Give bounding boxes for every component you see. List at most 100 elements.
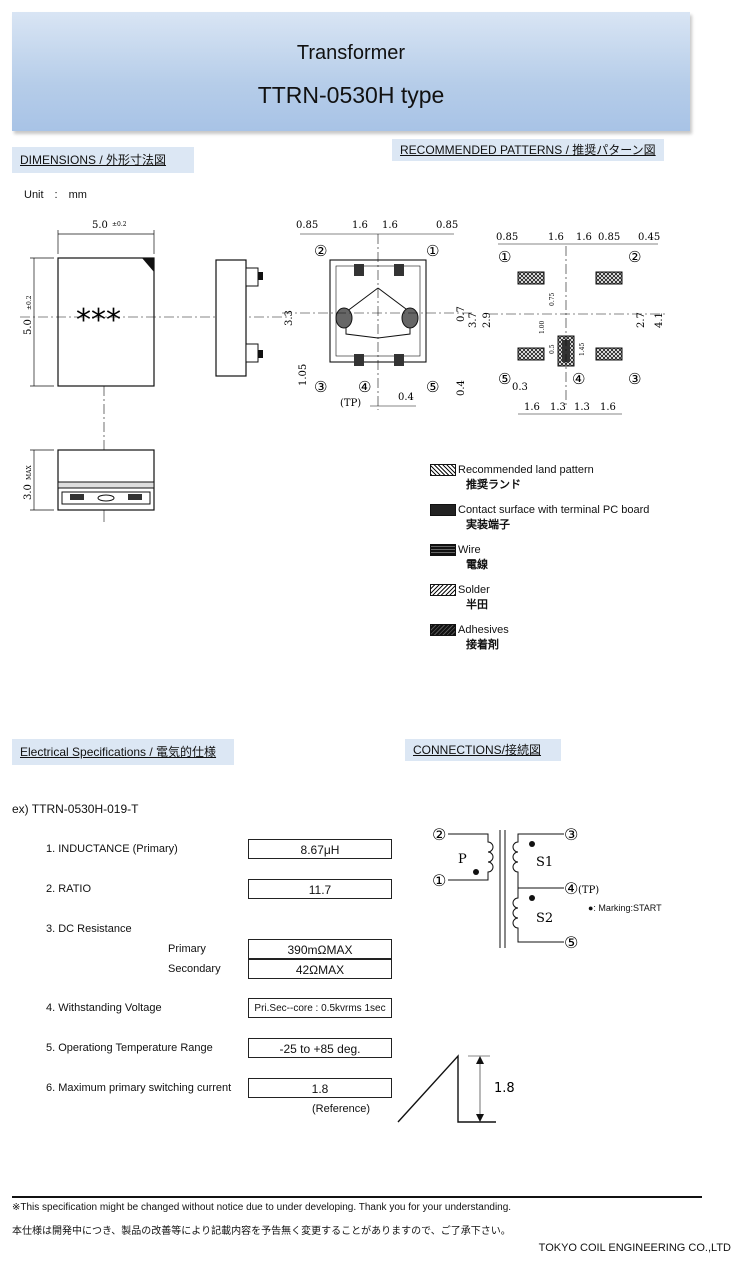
svg-text:3.7: 3.7 (468, 312, 479, 328)
svg-text:0.75: 0.75 (549, 292, 556, 306)
conn-pin-5: ⑤ (564, 933, 578, 952)
dim-width: 5.0 (92, 220, 108, 231)
reference-label: (Reference) (312, 1103, 371, 1115)
svg-text:0.85: 0.85 (598, 232, 620, 243)
land-swatch-icon (430, 464, 456, 477)
footer-divider (12, 1196, 702, 1198)
current-value: 1.8 (248, 1078, 392, 1098)
withstand-label: 4. Withstanding Voltage (46, 1002, 162, 1014)
solder-swatch-icon (430, 584, 456, 597)
svg-text:③: ③ (314, 378, 327, 396)
section-dimensions: DIMENSIONS / 外形寸法図 (12, 147, 194, 173)
svg-text:0.85: 0.85 (296, 220, 318, 231)
conn-p: P (458, 852, 467, 867)
section-connections-label: CONNECTIONS/接続図 (413, 743, 542, 757)
inductance-value: 8.67μH (248, 839, 392, 859)
legend-item-land: Recommended land pattern 推奨ランド (430, 464, 710, 504)
svg-text:1.05: 1.05 (298, 364, 309, 386)
conn-pin-3: ③ (564, 825, 578, 844)
ratio-value: 11.7 (248, 879, 392, 899)
contact-swatch-icon (430, 504, 456, 517)
svg-text:0.4: 0.4 (456, 380, 467, 396)
dim-side-height-tol: MAX (26, 465, 33, 480)
section-patterns: RECOMMENDED PATTERNS / 推奨パターン図 (392, 139, 664, 161)
conn-s1: S1 (536, 855, 553, 870)
temp-value: -25 to +85 deg. (248, 1038, 392, 1058)
svg-text:1.00: 1.00 (539, 320, 546, 334)
dim-height-tol: ±0.2 (26, 295, 33, 310)
dim-width-tol: ±0.2 (112, 221, 127, 228)
section-electrical: Electrical Specifications / 電気的仕様 (12, 739, 234, 765)
svg-text:1.6: 1.6 (524, 402, 540, 413)
footer-note-en: ※This specification might be changed wit… (12, 1202, 512, 1213)
connection-diagram: ② ① P S1 S2 ③ ④ (TP) ⑤ (432, 825, 599, 952)
svg-text:0.7: 0.7 (456, 306, 467, 322)
svg-text:0.5: 0.5 (549, 344, 556, 354)
polarity-corner (142, 258, 154, 272)
legend: Recommended land pattern 推奨ランド Contact s… (430, 464, 710, 664)
model-name: TTRN-0530H type (257, 82, 445, 108)
svg-text:①: ① (498, 248, 511, 266)
section-electrical-label: Electrical Specifications / 電気的仕様 (20, 745, 217, 759)
svg-text:②: ② (314, 242, 327, 260)
svg-text:⑤: ⑤ (426, 378, 439, 396)
svg-text:3.3: 3.3 (284, 310, 295, 326)
legend-item-wire: Wire 電線 (430, 544, 710, 584)
marking-note: ●: Marking:START (588, 903, 662, 913)
top-view-outline (57, 257, 155, 387)
svg-text:1.3: 1.3 (574, 402, 590, 413)
secondary-label: Secondary (168, 963, 221, 975)
wire-swatch-icon (430, 544, 456, 557)
legend-item-solder: Solder 半田 (430, 584, 710, 624)
footer-note-jp: 本仕様は開発中につき、製品の改善等により記載内容を予告無く変更することがあります… (12, 1226, 511, 1237)
inductance-label: 1. INDUCTANCE (Primary) (46, 843, 178, 855)
conn-s2: S2 (536, 911, 553, 926)
svg-text:1.6: 1.6 (382, 220, 398, 231)
svg-text:4.1: 4.1 (654, 312, 665, 328)
svg-text:⑤: ⑤ (498, 370, 511, 388)
legend-item-adhesives: Adhesives 接着剤 (430, 624, 710, 664)
primary-value: 390mΩMAX (248, 939, 392, 959)
adhesive-swatch-icon (430, 624, 456, 637)
svg-text:1.6: 1.6 (548, 232, 564, 243)
svg-text:1.45: 1.45 (579, 342, 586, 356)
svg-text:④: ④ (572, 370, 585, 388)
company-name: TOKYO COIL ENGINEERING CO.,LTD (538, 1242, 731, 1254)
ratio-label: 2. RATIO (46, 883, 92, 895)
dcr-label: 3. DC Resistance (46, 923, 132, 935)
pattern-drawing: 0.85 1.6 1.6 0.85 0.45 ① ② 3.7 2.9 2.7 4… (468, 232, 668, 415)
current-waveform: 1.8 (397, 1054, 515, 1123)
svg-text:2.7: 2.7 (636, 312, 647, 328)
withstand-value: Pri.Sec--core : 0.5kvrms 1sec (248, 998, 392, 1018)
marking-text: *** (76, 303, 121, 338)
svg-text:1.3: 1.3 (550, 402, 566, 413)
side-view-outline (215, 259, 247, 377)
svg-text:③: ③ (628, 370, 641, 388)
dimensions-drawing: 5.0 ±0.2 5.0 ±0.2 *** 3.0 MAX (20, 220, 290, 522)
svg-text:(TP): (TP) (340, 398, 361, 409)
conn-tp: (TP) (578, 885, 599, 896)
page-title: Transformer (296, 42, 406, 64)
dim-side-height: 3.0 (23, 484, 34, 500)
svg-text:②: ② (628, 248, 641, 266)
example-part: ex) TTRN-0530H-019-T (12, 802, 139, 816)
svg-text:0.85: 0.85 (436, 220, 458, 231)
svg-text:④: ④ (358, 378, 371, 396)
bottom-view-drawing: 0.85 1.6 1.6 0.85 ② ① 3.3 1.05 0.7 0.4 ③… (282, 220, 472, 410)
title-banner: Transformer TTRN-0530H type (12, 12, 690, 131)
conn-pin-1: ① (432, 871, 446, 890)
section-dimensions-label: DIMENSIONS / 外形寸法図 (20, 153, 167, 167)
svg-text:2.9: 2.9 (482, 312, 493, 328)
svg-text:1.6: 1.6 (600, 402, 616, 413)
unit-label: Unit : mm (24, 189, 87, 201)
temp-label: 5. Operationg Temperature Range (46, 1042, 213, 1054)
waveform-value: 1.8 (494, 1081, 515, 1096)
section-connections: CONNECTIONS/接続図 (405, 739, 561, 761)
secondary-value: 42ΩMAX (248, 959, 392, 979)
svg-text:0.3: 0.3 (512, 382, 528, 393)
section-patterns-label: RECOMMENDED PATTERNS / 推奨パターン図 (400, 143, 656, 157)
svg-text:①: ① (426, 242, 439, 260)
svg-text:0.85: 0.85 (496, 232, 518, 243)
conn-pin-2: ② (432, 825, 446, 844)
svg-text:0.45: 0.45 (638, 232, 660, 243)
